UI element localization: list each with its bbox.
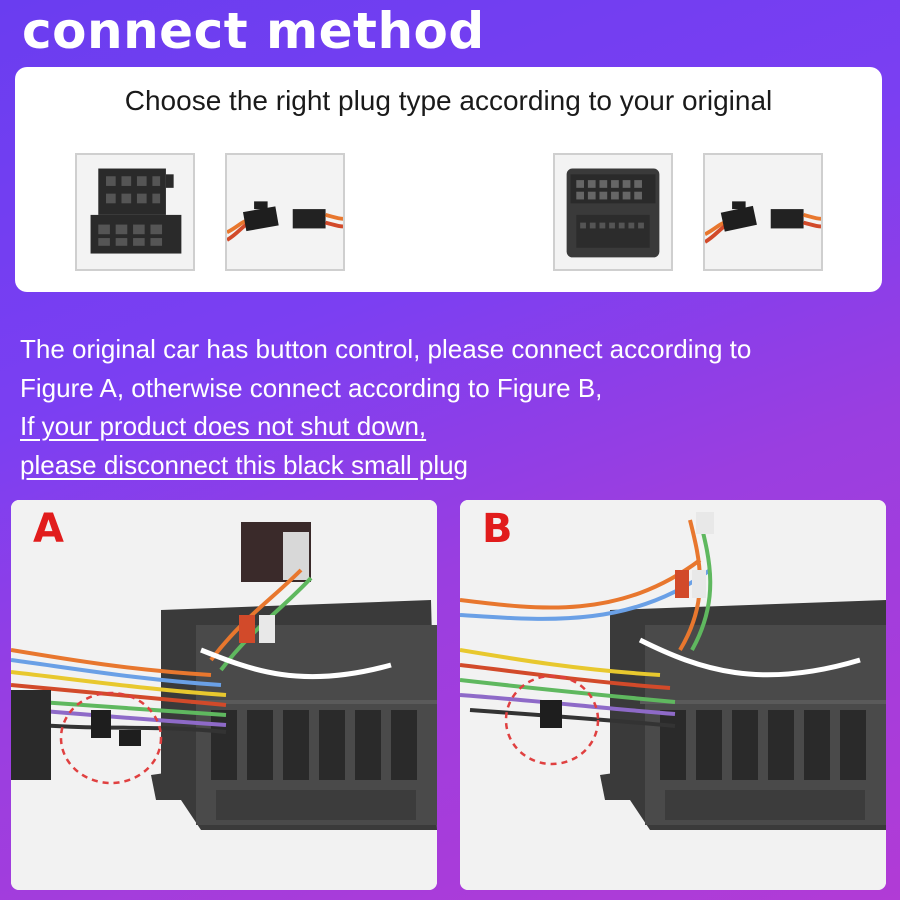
small-black-plug-icon [703,153,823,271]
quadlock-connector-icon [553,153,673,271]
iso-connector-icon [75,153,195,271]
figure-label: B [482,506,513,552]
instruction-warning-line: please disconnect this black small plug [20,449,469,480]
figure-a-photo: A [11,500,437,890]
instruction-warning-line: If your product does not shut down, [20,411,427,441]
plug-panel-heading: Choose the right plug type according to … [124,85,773,116]
instruction-line: Figure A, otherwise connect according to… [20,372,603,403]
instruction-line: The original car has button control, ple… [20,334,752,364]
page-title: connect method [22,2,485,60]
instructions: The original car has button control, ple… [20,330,880,484]
figure-label: A [33,506,64,552]
plug-type-panel: Choose the right plug type according to … [15,67,882,292]
small-black-plug-icon [225,153,345,271]
figure-b-photo: B [460,500,886,890]
